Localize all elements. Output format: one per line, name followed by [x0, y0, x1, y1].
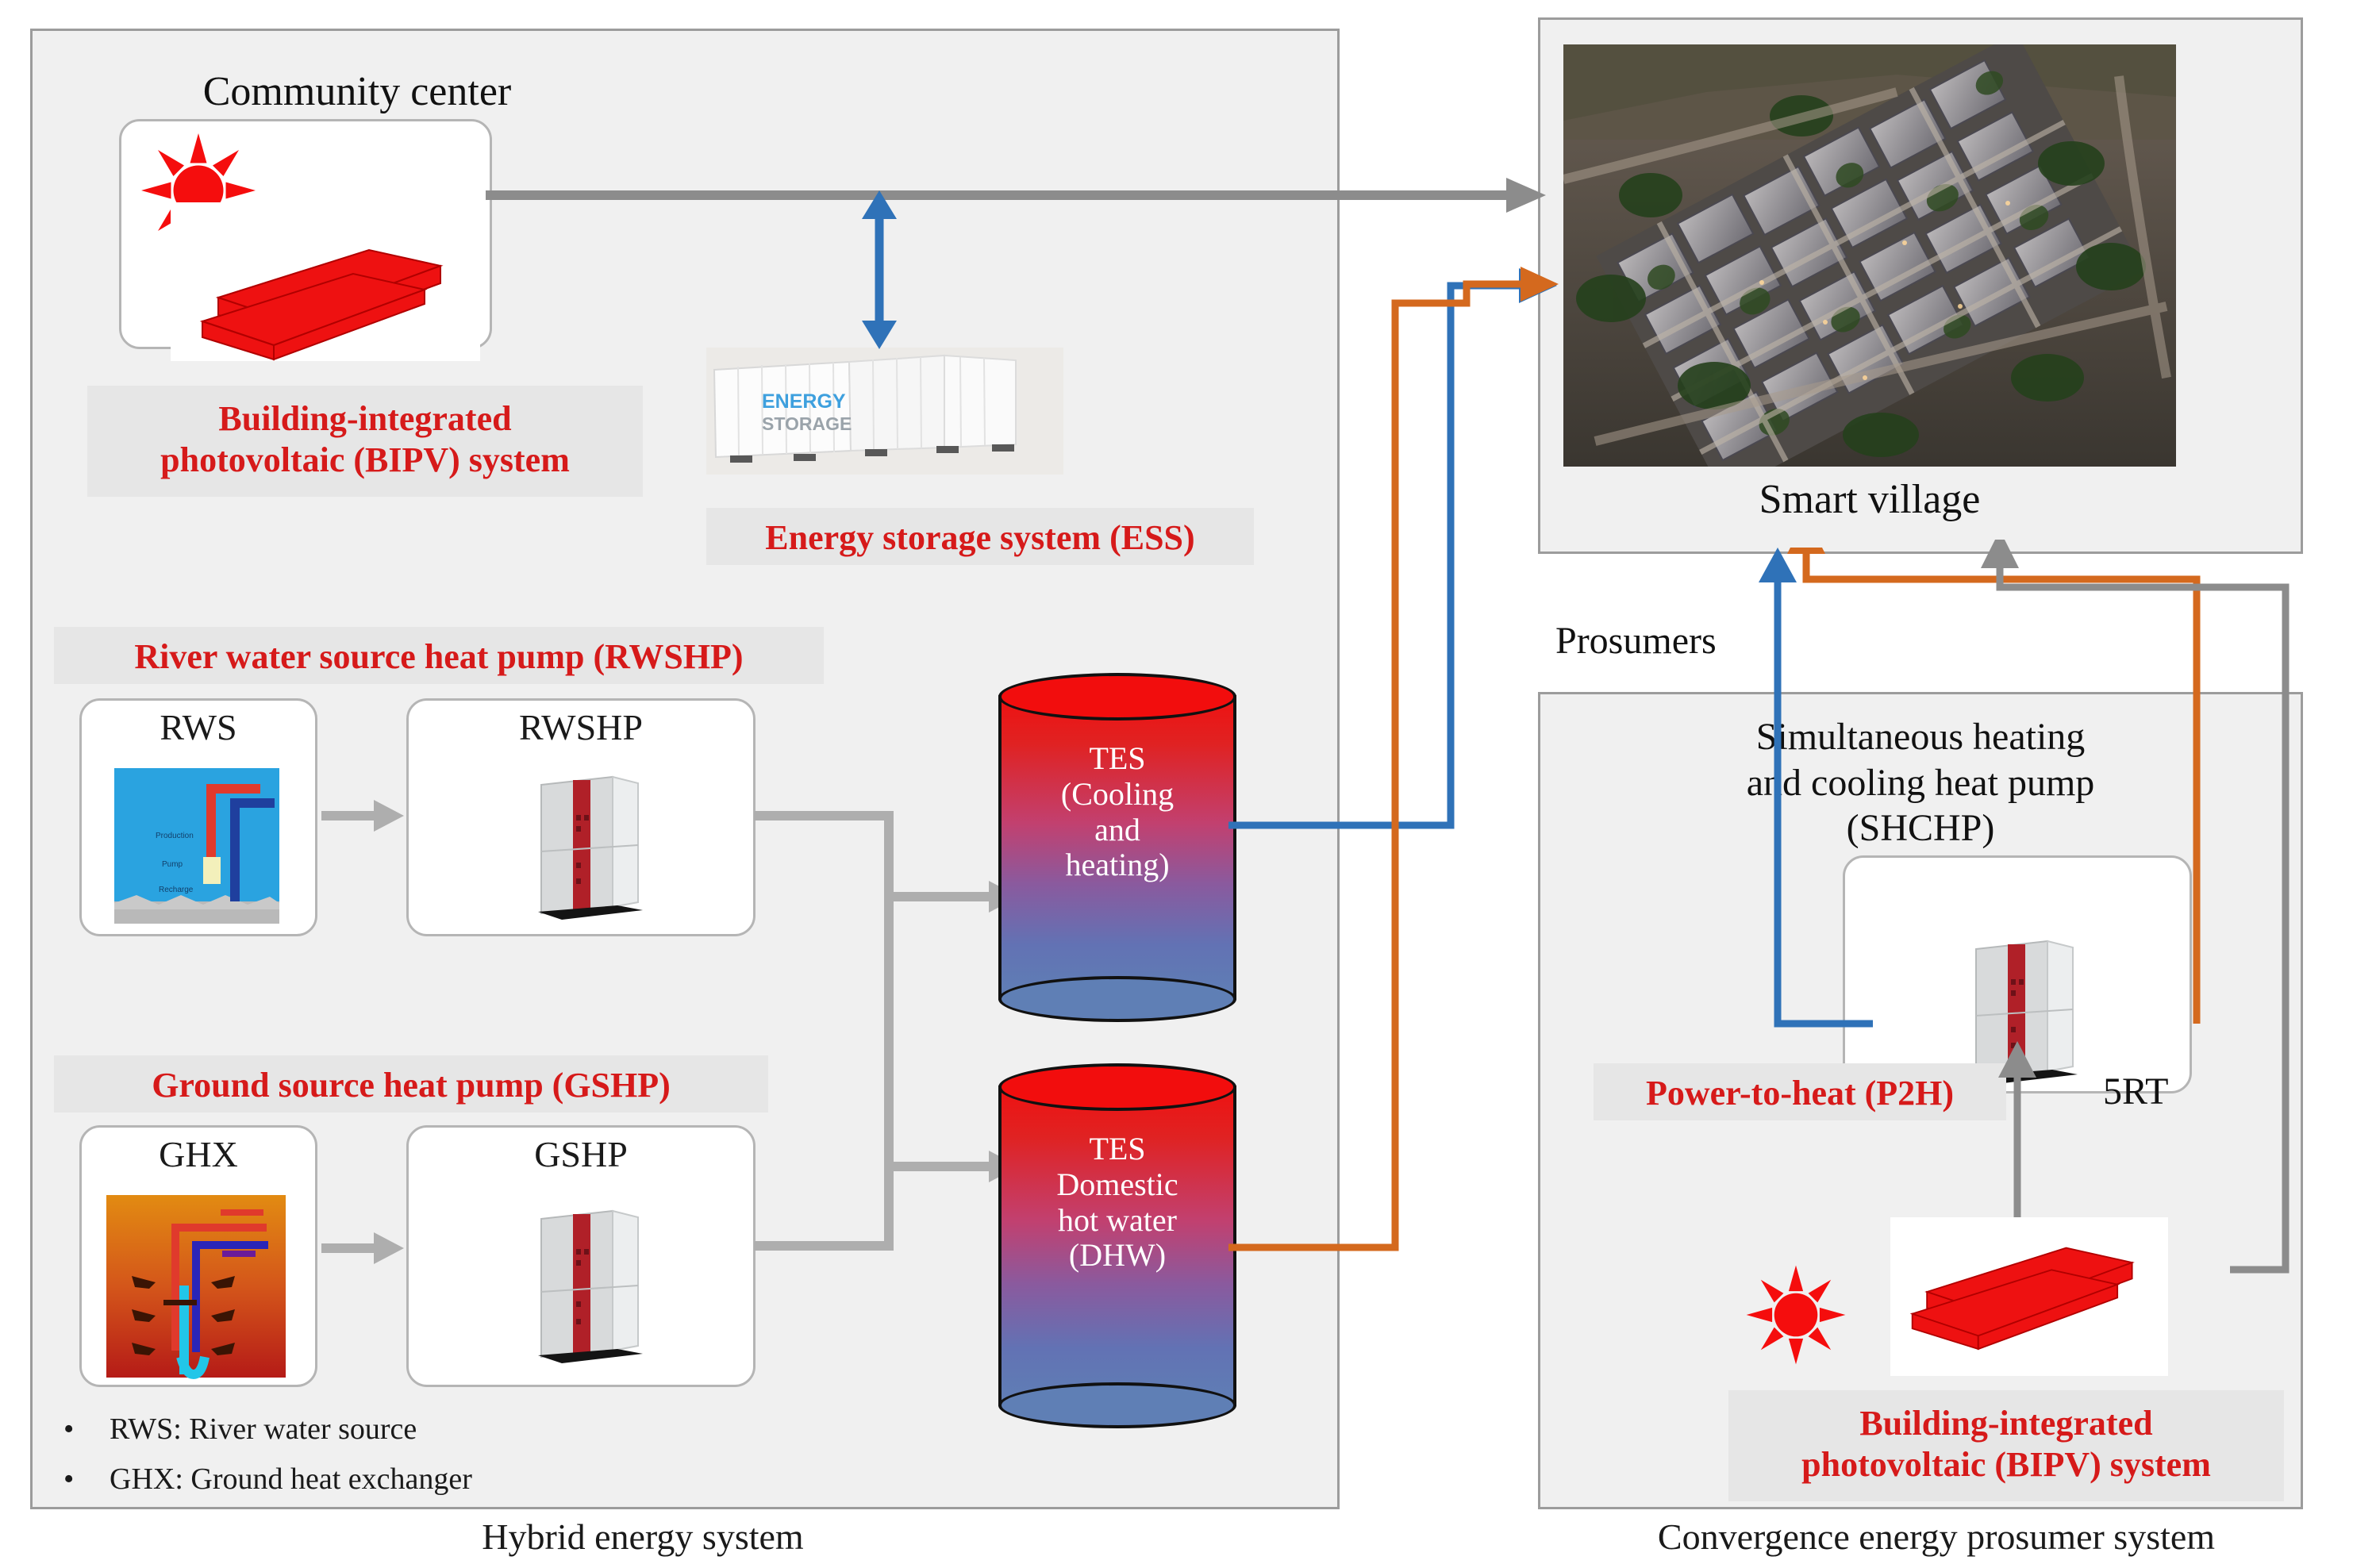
sun-icon-prosumer: [1746, 1265, 1846, 1365]
flow-tes-dhw-to-village: [1228, 267, 1559, 1251]
flow-prosumer-bipv-to-village-gray: [1981, 540, 2290, 1274]
tes-cylinder-body: [998, 695, 1236, 1000]
tes-dhw-bottom: [998, 1382, 1236, 1428]
shchp-title: Simultaneous heating and cooling heat pu…: [1579, 714, 2262, 851]
ess-banner: Energy storage system (ESS): [706, 508, 1254, 565]
flow-heatpumps-to-tes: [754, 811, 1019, 1251]
ess-image-line2: STORAGE: [762, 413, 852, 434]
pv-panel-icon: [171, 202, 480, 361]
legend-item-rws: RWS: River water source: [110, 1412, 417, 1446]
tes-ch-line3: and: [1094, 811, 1140, 847]
hybrid-energy-system-caption: Hybrid energy system: [482, 1516, 804, 1557]
bipv-banner-right-line2: photovoltaic (BIPV) system: [1801, 1444, 2211, 1484]
tes-dhw-body: [998, 1086, 1236, 1406]
heat-pump-icon-gshp: [538, 1209, 643, 1363]
tes-dhw-line3: hot water: [1058, 1201, 1177, 1238]
arrow-rws-to-rwshp: [321, 800, 404, 832]
pv-panel-icon-prosumer: [1909, 1247, 2135, 1351]
tes-ch-line2: (Cooling: [1060, 775, 1175, 812]
bipv-banner-right-line1: Building-integrated: [1859, 1404, 2153, 1443]
heat-pump-icon-rwshp: [538, 775, 643, 920]
tes-dhw-line2: Domestic: [1056, 1166, 1178, 1202]
list-item: •GHX: Ground heat exchanger: [63, 1462, 472, 1496]
tes-cylinder-top: [998, 673, 1236, 721]
tes-dhw-cylinder: TES Domestic hot water (DHW): [998, 1063, 1236, 1428]
legend-list: •RWS: River water source •GHX: Ground he…: [63, 1405, 714, 1504]
svg-text:Recharge: Recharge: [159, 886, 194, 894]
shchp-title-line1: Simultaneous heating: [1755, 716, 2086, 758]
list-item: •RWS: River water source: [63, 1412, 417, 1446]
smart-village-label: Smart village: [1759, 477, 1981, 522]
smart-village-image: [1563, 44, 2176, 467]
tes-cooling-heating-label: TES (Cooling and heating): [998, 740, 1236, 883]
tes-dhw-top: [998, 1063, 1236, 1111]
p2h-banner: Power-to-heat (P2H): [1594, 1063, 2006, 1120]
shchp-title-line3: (SHCHP): [1846, 807, 1995, 850]
legend-item-ghx: GHX: Ground heat exchanger: [110, 1462, 472, 1496]
bipv-banner-right: Building-integrated photovoltaic (BIPV) …: [1728, 1390, 2284, 1501]
arrow-ghx-to-gshp: [321, 1232, 404, 1264]
ghx-label: GHX: [159, 1134, 238, 1174]
gshp-label: GSHP: [534, 1134, 628, 1174]
convergence-prosumer-caption: Convergence energy prosumer system: [1657, 1516, 2216, 1557]
svg-text:Production: Production: [156, 832, 194, 840]
tes-dhw-label: TES Domestic hot water (DHW): [998, 1131, 1236, 1274]
arrow-bipv-to-village: [486, 178, 1546, 213]
gshp-banner: Ground source heat pump (GSHP): [54, 1055, 768, 1113]
bipv-banner-left: Building-integrated photovoltaic (BIPV) …: [87, 386, 643, 497]
rws-label: RWS: [160, 707, 237, 747]
tes-ch-line1: TES: [1089, 740, 1146, 776]
ess-image-line1: ENERGY: [762, 390, 846, 413]
tes-ch-line4: heating): [1065, 847, 1170, 883]
shchp-title-line2: and cooling heat pump: [1746, 761, 2095, 804]
bipv-banner-left-line1: Building-integrated: [218, 399, 512, 438]
arrow-prosumer-pv-to-shchp: [1998, 1041, 2036, 1230]
tes-dhw-line4: (DHW): [1068, 1237, 1167, 1274]
tes-cylinder-bottom: [998, 976, 1236, 1022]
rwshp-banner: River water source heat pump (RWSHP): [54, 627, 824, 684]
ground-heat-exchanger-icon: [106, 1195, 286, 1380]
rwshp-label: RWSHP: [519, 707, 643, 747]
tes-cooling-heating-cylinder: TES (Cooling and heating): [998, 673, 1236, 1022]
svg-text:Pump: Pump: [162, 860, 183, 869]
prosumers-label: Prosumers: [1555, 620, 1717, 662]
bipv-banner-left-line2: photovoltaic (BIPV) system: [160, 440, 570, 479]
capacity-label: 5RT: [2103, 1070, 2169, 1113]
tes-dhw-line1: TES: [1089, 1131, 1146, 1166]
flow-shchp-to-village-blue: [1759, 548, 1873, 1028]
double-arrow-bipv-ess: [862, 190, 897, 349]
ess-image: ENERGY STORAGE: [706, 348, 1063, 475]
community-center-label: Community center: [202, 69, 512, 114]
river-water-source-icon: Production Pump Recharge: [114, 768, 279, 924]
